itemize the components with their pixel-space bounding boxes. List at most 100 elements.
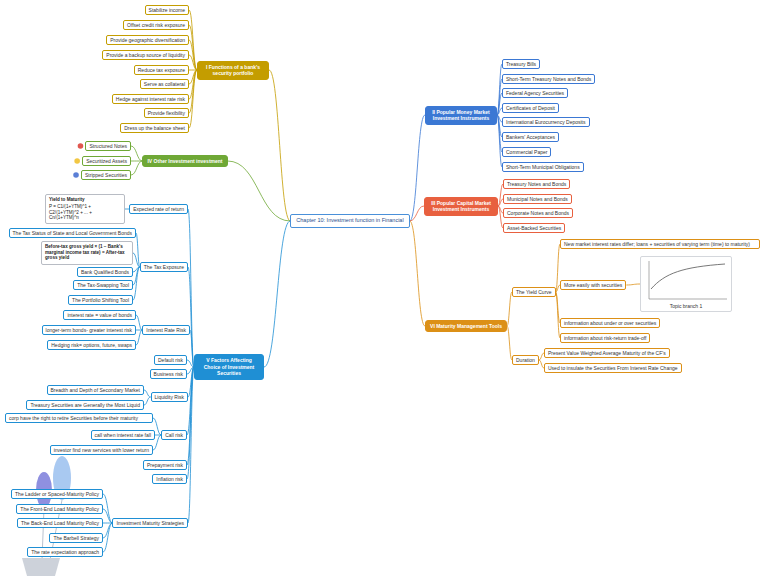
node-text: The Tax Status of State and Local Govern… — [13, 230, 132, 237]
branch-line — [264, 221, 290, 367]
topic-icon — [74, 158, 80, 164]
branch-line — [131, 161, 142, 175]
yield-curve-chart — [643, 259, 729, 303]
topic-box: The Back-End Load Maturity Policy — [17, 518, 103, 529]
topic-box: Structured Notes — [85, 141, 131, 152]
topic-box: Municipal Notes and Bonds — [503, 194, 572, 205]
topic-box: investor find new services with lower re… — [50, 445, 153, 456]
topic-box: Expected rate of return — [129, 204, 188, 215]
branch-line — [188, 367, 194, 523]
topic-box: Short-Term Municipal Obligations — [502, 162, 584, 173]
node-text: Prepayment risk — [147, 462, 183, 469]
topic-box: Certificates of Deposit — [502, 103, 559, 114]
node-text: Provide a backup source of liquidity — [106, 52, 185, 59]
node-text: II Popular Money Market Investment Instr… — [430, 109, 492, 122]
branch-line — [103, 523, 112, 552]
topic-box: Business risk — [150, 369, 187, 380]
node-text: Business risk — [154, 371, 183, 378]
node-text: Chapter 10: Investment function in Finan… — [296, 217, 403, 224]
topic-box: Stripped Securities — [81, 170, 131, 181]
node-text: III Popular Capital Market Investment In… — [429, 200, 493, 213]
node-text: Structured Notes — [89, 143, 127, 150]
node-text: The Front-End Load Maturity Policy — [20, 506, 99, 513]
branch-line — [626, 284, 640, 285]
topic-box: information about under or over securiti… — [560, 318, 660, 329]
topic-box: interest rate = value of bonds — [63, 310, 136, 321]
topic-box: Used to insulate the Securities From Int… — [544, 363, 682, 374]
axis — [649, 261, 650, 299]
node-text: corp have the right to retire Securities… — [9, 415, 149, 422]
topic-box: Liquidity Risk — [151, 392, 188, 403]
topic-box: The Ladder or Spaced-Maturity Policy — [11, 489, 103, 500]
formula-image: Yield to MaturityP = C1/(1+YTM)^1 + C2/(… — [45, 194, 125, 225]
branch-line — [131, 146, 142, 161]
node-text: information about risk-return trade-off — [564, 335, 646, 342]
node-text: Reduce tax exposure — [138, 67, 185, 74]
node-text: longer-term bonds- greater interest risk — [46, 327, 132, 334]
topic-box: Dress up the balance sheet — [120, 123, 189, 134]
node-text: Corporate Notes and Bonds — [507, 210, 569, 217]
central-topic: Chapter 10: Investment function in Finan… — [290, 214, 409, 227]
node-text: The rate expectation approach — [31, 549, 99, 556]
main-branch: I Functions of a bank's security portfol… — [197, 61, 269, 80]
topic-box: New market interest rates differ; loans … — [560, 239, 760, 250]
node-text: Hedging risk= options, future, swaps — [51, 342, 132, 349]
branch-line — [507, 326, 512, 360]
topic-box: Duration — [512, 355, 539, 366]
topic-box: Treasury Securities are Generally the Mo… — [26, 400, 144, 411]
topic-icon — [73, 172, 79, 178]
topic-box: Asset-Backed Securities — [503, 223, 565, 234]
node-text: Dress up the balance sheet — [124, 125, 185, 132]
topic-box: Present Value Weighted Average Maturity … — [544, 348, 670, 359]
topic-box: Reduce tax exposure — [134, 65, 189, 76]
branch-line — [269, 70, 290, 221]
node-text: The Ladder or Spaced-Maturity Policy — [15, 491, 99, 498]
node-text: Serve as collateral — [144, 81, 185, 88]
topic-box: call when interest rate fall — [91, 430, 155, 441]
topic-box: Short-Term Treasury Notes and Bonds — [502, 74, 595, 85]
topic-box: International Eurocurrency Deposits — [502, 117, 590, 128]
topic-box: corp have the right to retire Securities… — [5, 413, 153, 424]
topic-box: Provide a backup source of liquidity — [102, 50, 189, 61]
topic-box: Provide geographic diversification — [106, 35, 189, 46]
node-text: investor find new services with lower re… — [54, 447, 149, 454]
branch-line — [188, 209, 194, 367]
topic-box: Bank Qualified Bonds — [77, 267, 133, 278]
node-text: Topic branch 1 — [643, 303, 729, 310]
node-text: The Tax Exposure — [144, 264, 184, 271]
branch-line — [133, 253, 140, 267]
branch-line — [103, 509, 112, 523]
node-text: I Functions of a bank's security portfol… — [202, 64, 264, 77]
vase — [22, 558, 60, 576]
topic-box: Investment Maturity Strategies — [112, 518, 188, 529]
topic-box: Call risk — [161, 430, 187, 441]
node-text: call when interest rate fall — [95, 432, 151, 439]
topic-box: Bankers' Acceptances — [502, 132, 559, 143]
node-text: Treasury Notes and Bonds — [507, 181, 566, 188]
node-text: information about under or over securiti… — [564, 320, 656, 327]
topic-box: Interest Rate Risk — [142, 325, 190, 336]
node-text: Municipal Notes and Bonds — [507, 196, 568, 203]
node-text: VI Maturity Management Tools — [430, 323, 502, 330]
branch-line — [189, 55, 197, 70]
topic-box: The Tax-Swapping Tool — [73, 280, 133, 291]
topic-box: Treasury Bills — [502, 59, 540, 70]
node-text: Investment Maturity Strategies — [116, 520, 184, 527]
formula-image: Before-tax gross yield × (1 − Bank's mar… — [41, 241, 133, 266]
topic-box: The Tax Status of State and Local Govern… — [9, 228, 136, 239]
branch-line — [189, 70, 197, 113]
topic-box: Inflation risk — [152, 474, 187, 485]
node-text: Short-Term Treasury Notes and Bonds — [506, 76, 591, 83]
branch-line — [144, 390, 151, 397]
branch-line — [410, 206, 424, 221]
node-text: Bank Qualified Bonds — [81, 269, 129, 276]
branch-line — [189, 25, 197, 70]
node-text: Certificates of Deposit — [506, 105, 555, 112]
branch-line — [189, 70, 197, 128]
node-text: Default risk — [158, 357, 183, 364]
main-branch: III Popular Capital Market Investment In… — [424, 197, 498, 216]
topic-box: The Barbell Strategy — [49, 533, 103, 544]
node-text: Securitized Assets — [86, 158, 127, 165]
node-text: Stripped Securities — [85, 172, 127, 179]
node-text: Offset credit risk exposure — [127, 22, 185, 29]
